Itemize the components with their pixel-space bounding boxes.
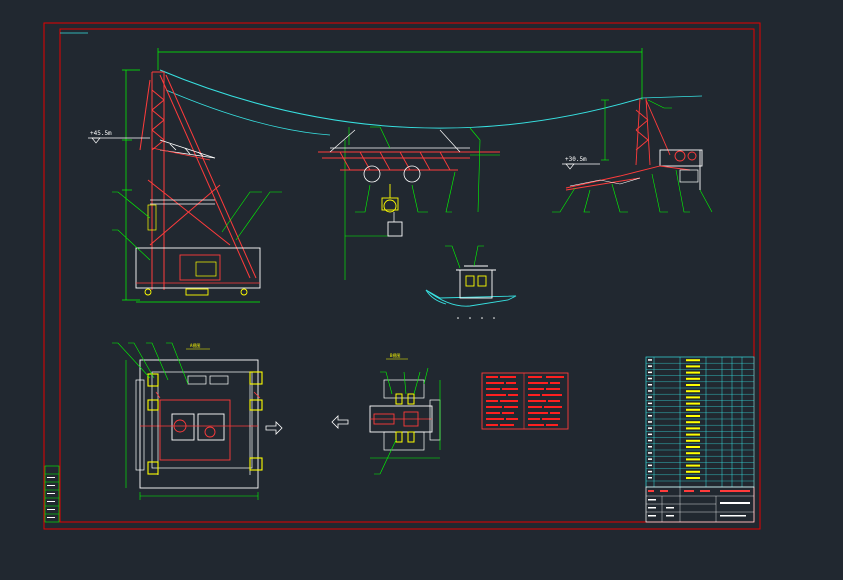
main-cable [159, 69, 643, 129]
parts-list-index-mark [648, 446, 652, 448]
parts-list-index-mark [648, 408, 652, 411]
technical-spec-table [481, 372, 569, 430]
title-block [645, 486, 755, 523]
parts-list-index-mark [648, 377, 652, 380]
head-tower [122, 69, 261, 303]
parts-list-entry-mark [686, 477, 700, 479]
plan-view-title: A视图 [190, 342, 200, 348]
plan-view-leaders [112, 342, 189, 385]
parts-list-index-mark [648, 371, 652, 374]
parts-list-index-mark [648, 427, 652, 429]
trolley-assembly [318, 127, 500, 280]
parts-list-index-mark [648, 421, 652, 423]
parts-list-index-mark [648, 439, 652, 442]
boat-leaders [445, 245, 484, 269]
direction-arrow-right [265, 421, 283, 435]
parts-list-index-mark [648, 384, 652, 386]
drawing-frame [43, 22, 761, 530]
parts-list-entry-mark [686, 452, 700, 455]
trolley-leaders [355, 126, 481, 213]
parts-list-entry-mark [686, 421, 700, 424]
side-view [369, 379, 441, 459]
parts-list-index-mark [648, 402, 652, 405]
parts-list-entry-mark [686, 390, 700, 393]
parts-list-index-mark [648, 396, 652, 398]
parts-list-entry-mark [686, 446, 700, 448]
parts-list-index-mark [648, 470, 652, 473]
parts-list-index-mark [648, 415, 652, 417]
revision-table [44, 465, 60, 523]
direction-arrow-left [331, 415, 349, 429]
parts-list-entry-mark [686, 464, 700, 467]
head-tower-leaders [112, 191, 282, 261]
parts-list-entry-mark [686, 396, 700, 399]
boat-dots [457, 317, 495, 319]
parts-list-entry-mark [686, 427, 700, 430]
plan-view [125, 359, 263, 500]
parts-list-index-mark [648, 365, 652, 367]
parts-list-index-mark [648, 458, 652, 460]
side-view-title: B视图 [390, 352, 400, 358]
tail-tower [565, 97, 703, 191]
parts-list-index-mark [648, 464, 652, 467]
parts-list-entry-mark [686, 371, 700, 374]
side-view-leaders [374, 367, 429, 475]
top-span-dimension [157, 48, 643, 100]
parts-list-entry-mark [686, 377, 700, 380]
parts-list-entry-mark [686, 359, 700, 362]
parts-list-entry-mark [686, 458, 700, 461]
elevation-label-left: +45.5m [90, 130, 112, 137]
elevation-marker-left: +45.5m [88, 130, 150, 144]
parts-list-table [645, 356, 755, 488]
tail-tower-leaders [552, 99, 713, 213]
parts-list-entry-mark [686, 384, 700, 386]
parts-list-index-mark [648, 477, 652, 479]
secondary-cable [165, 89, 331, 136]
parts-list-index-mark [648, 359, 652, 361]
elevation-marker-right: +30.5m [562, 156, 600, 170]
parts-list-entry-mark [686, 470, 700, 473]
tail-cable [641, 95, 703, 99]
parts-list-entry-mark [686, 415, 700, 417]
parts-list-entry-mark [686, 408, 700, 411]
parts-list-entry-mark [686, 439, 700, 442]
parts-list-entry-mark [686, 365, 700, 368]
parts-list-index-mark [648, 390, 652, 392]
parts-list-index-mark [648, 433, 652, 436]
parts-list-index-mark [648, 452, 652, 454]
elevation-label-right: +30.5m [565, 156, 587, 163]
parts-list-entry-mark [686, 433, 700, 436]
parts-list-entry-mark [686, 402, 700, 405]
boat-detail [425, 265, 517, 307]
